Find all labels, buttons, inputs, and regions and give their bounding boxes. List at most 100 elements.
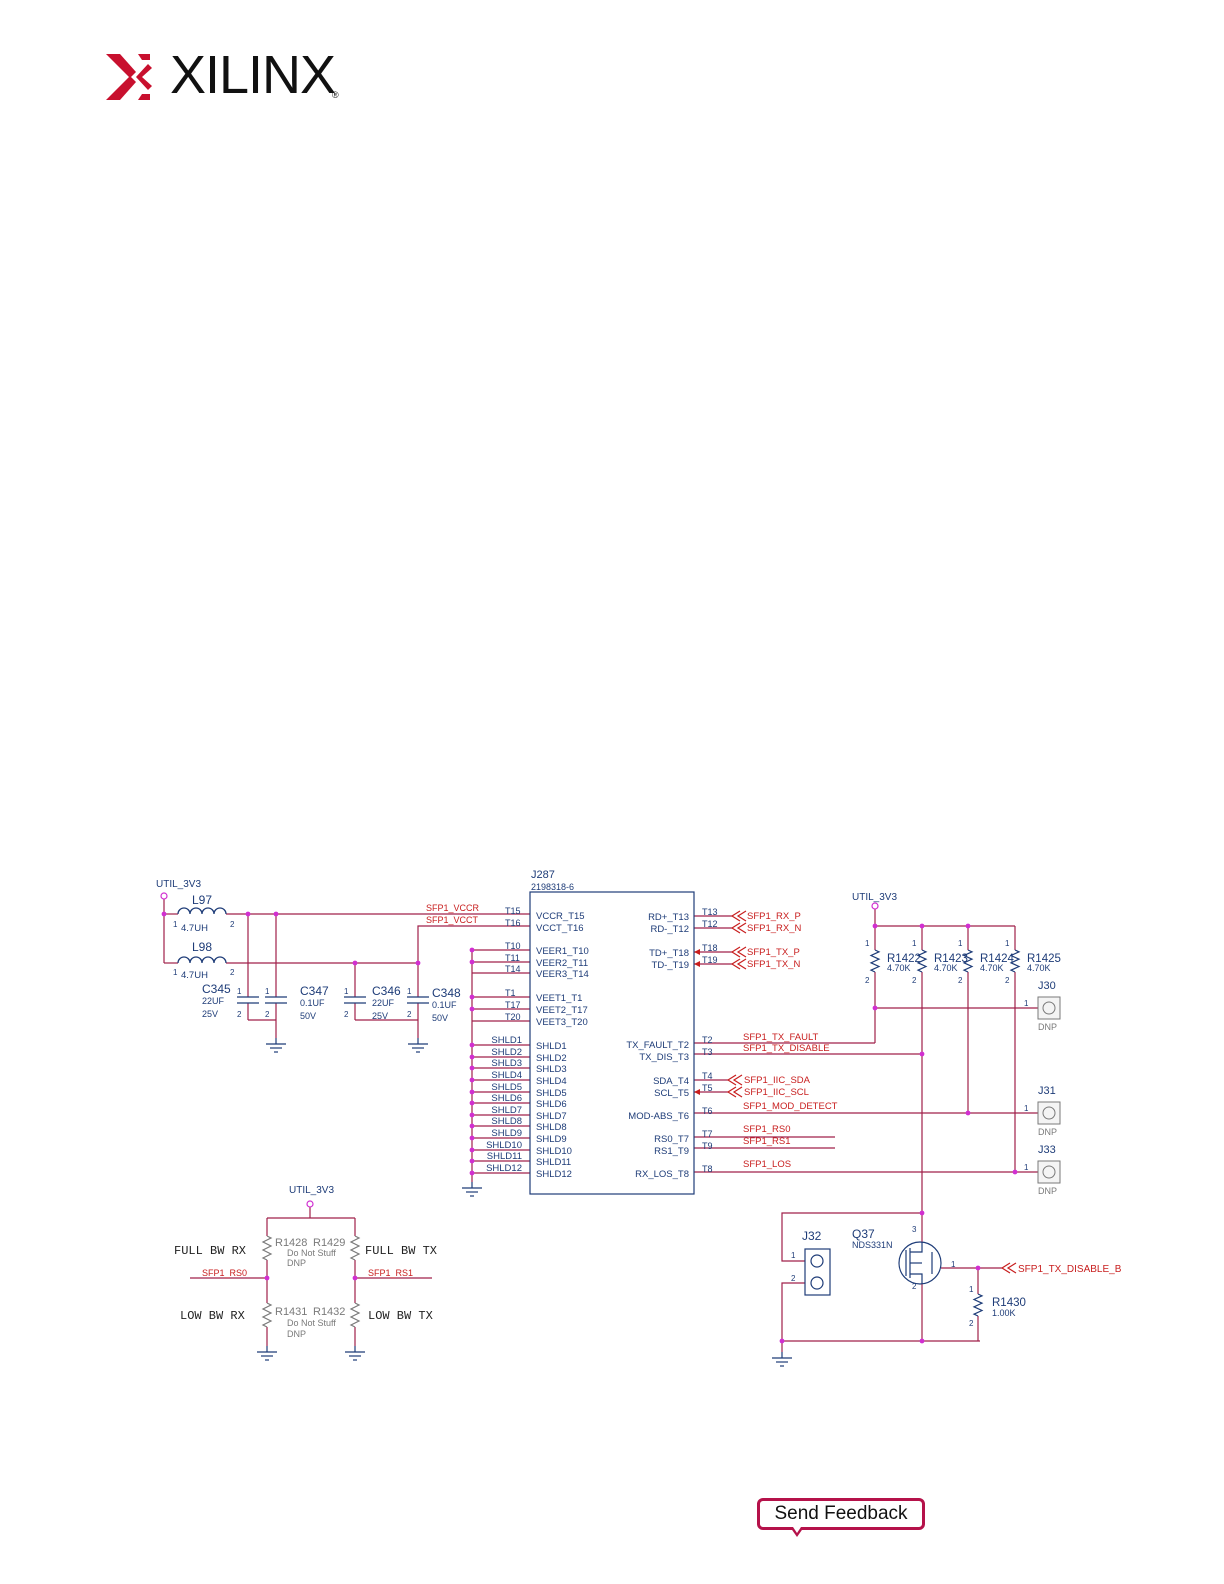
util-3v3-pin-2 <box>871 902 879 910</box>
hs-arrow-1-a <box>730 922 741 934</box>
net-sfp1_rs0: SFP1_RS0 <box>743 1124 791 1135</box>
logo-wordmark: XILINX <box>170 45 336 105</box>
pin-mod-abs_t6: MOD-ABS_T6 <box>628 1111 689 1122</box>
q37-drain <box>910 1242 923 1253</box>
junction-dot <box>469 1170 475 1176</box>
net-sfp1_mod_detect: SFP1_MOD_DETECT <box>743 1101 838 1112</box>
in-arrow-2 <box>694 949 700 955</box>
util-3v3-label-1: UTIL_3V3 <box>156 879 201 890</box>
shld-num-8: SHLD9 <box>491 1128 522 1139</box>
pin-rdp_t13: RD+_T13 <box>648 912 689 923</box>
pin-num-t20: T20 <box>505 1012 521 1022</box>
util-3v3-label-3: UTIL_3V3 <box>289 1185 334 1196</box>
pin-veet1_t1: VEET1_T1 <box>536 993 582 1004</box>
pin-veer2_t11: VEER2_T11 <box>536 958 588 969</box>
junction-dot <box>919 1338 925 1344</box>
pullup-ref-1: R1423 <box>934 953 968 965</box>
pullup-pin2-3: 2 <box>1005 976 1010 985</box>
net-sfp1_iic_sda: SFP1_IIC_SDA <box>744 1075 811 1086</box>
junction-dot <box>352 1275 358 1281</box>
label-full-bw-rx: FULL BW RX <box>174 1244 246 1258</box>
pin-num-t7: T7 <box>702 1129 713 1139</box>
iic-arrow-6-b <box>732 1074 743 1086</box>
junction-dot <box>469 959 475 965</box>
junction-dot <box>273 911 279 917</box>
iic-arrow-7-a <box>726 1086 737 1098</box>
r1431-dnp: DNP <box>287 1329 306 1339</box>
pullup-val-0: 4.70K <box>887 963 911 973</box>
tp-dnp-0: DNP <box>1038 1022 1057 1032</box>
send-feedback-button[interactable]: Send Feedback <box>757 1498 925 1530</box>
xilinx-logo: XILINX ® <box>106 48 346 102</box>
pin-num-t14: T14 <box>505 964 521 974</box>
pin-num-t1: T1 <box>505 988 516 998</box>
q37-pin2: 2 <box>912 1282 917 1291</box>
cap-voltage-1: 50V <box>300 1011 316 1021</box>
r1428-dnp: DNP <box>287 1258 306 1268</box>
shld-pin-9: SHLD10 <box>536 1146 572 1157</box>
l98-value: 4.7UH <box>181 970 208 981</box>
j287-body <box>529 891 695 1195</box>
l98-pin1: 1 <box>173 968 178 977</box>
resistor-rs-bot-1 <box>349 1302 361 1328</box>
junction-dot <box>245 911 251 917</box>
shld-pin-1: SHLD2 <box>536 1053 567 1064</box>
resistor-r1424 <box>962 949 974 973</box>
j287-part: 2198318-6 <box>531 882 574 892</box>
r1431-ref: R1431 <box>275 1306 307 1318</box>
cap-ref-0: C345 <box>202 982 231 996</box>
resistor-r1425 <box>1009 949 1021 973</box>
resistor-r1423 <box>916 949 928 973</box>
pin-td-_t19: TD-_T19 <box>652 960 689 971</box>
junction-dot <box>469 1112 475 1118</box>
pin-num-t13: T13 <box>702 907 718 917</box>
l97-ref: L97 <box>192 893 212 907</box>
net-sfp1-vccr: SFP1_VCCR <box>426 903 480 913</box>
pin-rs0_t7: RS0_T7 <box>654 1134 689 1145</box>
cap-pin2-3: 2 <box>407 1010 412 1019</box>
testpoint-j33-box <box>1037 1160 1061 1184</box>
junction-dot <box>919 923 925 929</box>
junction-dot <box>965 1110 971 1116</box>
shld-pin-0: SHLD1 <box>536 1041 567 1052</box>
net-sfp1_iic_scl: SFP1_IIC_SCL <box>744 1087 809 1098</box>
pin-veer1_t10: VEER1_T10 <box>536 946 589 957</box>
net-sfp1_tx_fault: SFP1_TX_FAULT <box>743 1032 819 1043</box>
j32-pin2-wire <box>781 1282 805 1341</box>
pin-rs1_t9: RS1_T9 <box>654 1146 689 1157</box>
l97-pin1: 1 <box>173 920 178 929</box>
util-3v3-pin-3 <box>306 1200 314 1208</box>
l98-ref: L98 <box>192 940 212 954</box>
hs-arrow-3-b <box>736 958 747 970</box>
txdisb-arrow-a <box>1000 1262 1011 1274</box>
in-arrow-3 <box>694 961 700 967</box>
tp-dnp-2: DNP <box>1038 1186 1057 1196</box>
junction-dot <box>469 1100 475 1106</box>
pin-tx_fault_t2: TX_FAULT_T2 <box>626 1040 689 1051</box>
hs-arrow-2-a <box>730 946 741 958</box>
j32-pin1-ring <box>810 1254 824 1268</box>
vcct-rail-route <box>417 925 530 963</box>
pin-num-t12: T12 <box>702 919 718 929</box>
pullup-val-3: 4.70K <box>1027 963 1051 973</box>
hs-arrow-0-a <box>730 910 741 922</box>
net-rs0-left: SFP1_RS0 <box>202 1268 247 1278</box>
pin-num-t2: T2 <box>702 1035 713 1045</box>
q37-ref: Q37 <box>852 1227 875 1241</box>
cap-pin1-3: 1 <box>407 987 412 996</box>
shld-num-6: SHLD7 <box>491 1105 522 1116</box>
r1430-val: 1.00K <box>992 1308 1016 1318</box>
resistor-rs-bot-0 <box>261 1302 273 1328</box>
junction-dot <box>469 1042 475 1048</box>
pin-num-t6: T6 <box>702 1106 713 1116</box>
j32-ref: J32 <box>802 1229 822 1243</box>
cap-ref-3: C348 <box>432 986 461 1000</box>
junction-dot <box>919 1210 925 1216</box>
cap-voltage-0: 25V <box>202 1009 218 1019</box>
cap-voltage-2: 25V <box>372 1011 388 1021</box>
pin-veet3_t20: VEET3_T20 <box>536 1017 588 1028</box>
r1432-ref: R1432 <box>313 1306 345 1318</box>
resistor-r1422 <box>869 949 881 973</box>
junction-dot <box>415 960 421 966</box>
r1431-note: Do Not Stuff <box>287 1318 336 1328</box>
